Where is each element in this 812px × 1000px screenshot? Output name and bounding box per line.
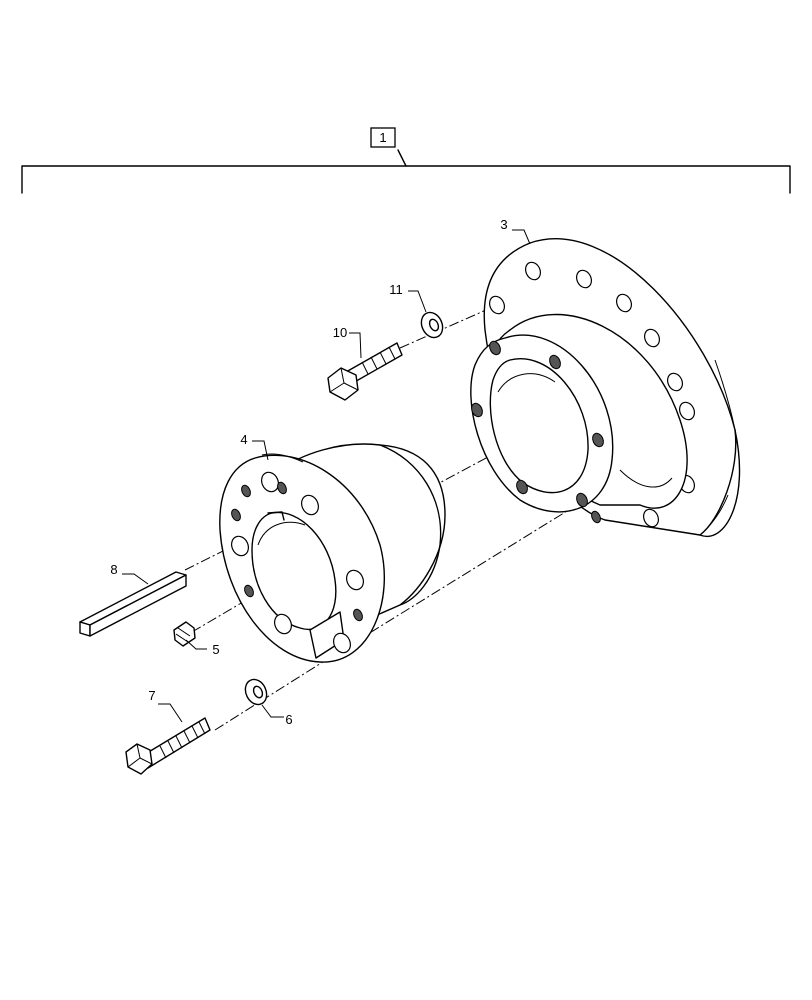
set-screw-part-5[interactable] <box>173 621 196 647</box>
tapped-hole <box>471 402 483 418</box>
tapped-hole <box>231 508 241 522</box>
hex-bolt-part-7[interactable] <box>125 717 211 775</box>
hub-bushing-part-4[interactable] <box>219 443 446 663</box>
part-10-label: 10 <box>333 325 347 340</box>
key-part-8[interactable] <box>79 571 187 637</box>
part-4-label: 4 <box>240 432 247 447</box>
tapped-hole <box>549 354 561 370</box>
tapped-hole <box>353 608 363 622</box>
washer-part-11[interactable] <box>417 309 446 341</box>
bolt-hole <box>301 494 319 516</box>
flange-hole <box>667 372 683 392</box>
part-5-label: 5 <box>212 642 219 657</box>
tapped-hole <box>489 340 501 356</box>
flange-hole <box>643 508 659 528</box>
flange-hole <box>644 328 660 348</box>
bolt-hole <box>261 471 279 493</box>
callout-box-1[interactable]: 1 <box>370 127 396 148</box>
flange-hole <box>525 261 541 281</box>
bolt-hole <box>346 569 364 591</box>
flange-housing-part-3[interactable] <box>470 238 741 538</box>
tapped-hole <box>244 584 254 598</box>
part-6-label: 6 <box>285 712 292 727</box>
flange-hole <box>616 293 632 313</box>
callout-1-label: 1 <box>379 130 386 145</box>
bolt-hole <box>274 613 292 635</box>
tapped-hole <box>592 432 604 448</box>
bolt-hole <box>231 535 249 557</box>
flange-hole <box>489 295 505 315</box>
tapped-hole <box>241 484 251 498</box>
part-8-label: 8 <box>110 562 117 577</box>
part-7-label: 7 <box>148 688 155 703</box>
tapped-hole <box>277 481 287 495</box>
flange-hole <box>679 401 695 421</box>
tapped-hole <box>516 479 528 495</box>
hex-bolt-part-10[interactable] <box>327 342 403 401</box>
part-3-label: 3 <box>500 217 507 232</box>
part-11-label: 11 <box>389 282 403 297</box>
assembly-bracket <box>21 149 791 194</box>
tapped-hole <box>591 510 601 524</box>
bolt-hole <box>333 632 351 654</box>
flange-hole <box>576 269 592 289</box>
washer-part-6[interactable] <box>241 676 270 708</box>
leader-lines <box>122 229 531 723</box>
tapped-hole <box>576 492 588 508</box>
